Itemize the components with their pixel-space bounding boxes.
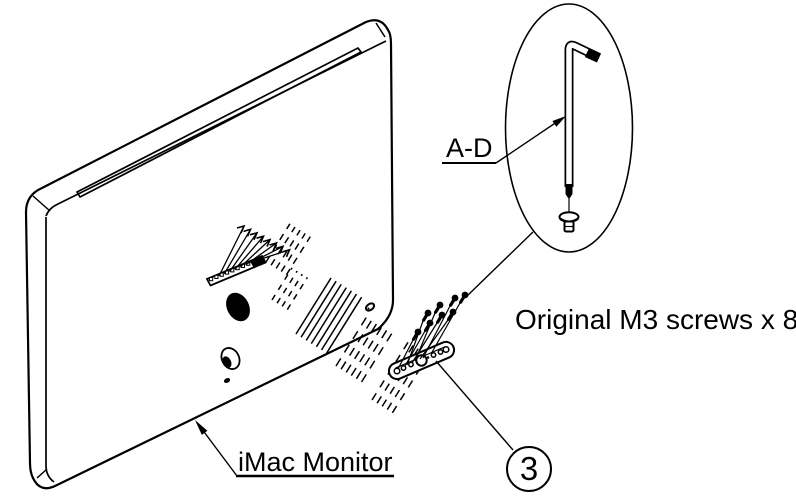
detail-bubble xyxy=(465,3,634,298)
cable-hole-inner xyxy=(222,356,232,368)
bubble-leader-line xyxy=(465,231,534,298)
corner-miter-topright xyxy=(375,22,386,38)
screws-note-label: Original M3 screws x 8 xyxy=(515,304,796,335)
monitor-top-inner-edge xyxy=(45,40,387,217)
rail-fan-tips xyxy=(236,224,291,258)
screw-heads xyxy=(414,291,469,336)
imac-monitor xyxy=(24,19,395,490)
corner-miter-topleft xyxy=(32,195,51,212)
monitor-label: iMac Monitor xyxy=(238,447,393,477)
monitor-label-leader xyxy=(199,426,238,477)
callouts xyxy=(195,116,566,492)
bracket-holes xyxy=(393,345,450,375)
small-dot xyxy=(223,377,231,384)
corner-miter-bottomleft xyxy=(36,468,48,479)
mount-rail xyxy=(205,224,291,287)
vent-slot xyxy=(76,47,362,198)
tool-callout-leader xyxy=(495,117,563,164)
oval-port xyxy=(226,292,250,322)
screw-detail-icon xyxy=(558,199,580,233)
monitor-outline xyxy=(24,19,395,490)
hex-key-arm-tip xyxy=(584,47,602,63)
monitor-label-arrowhead xyxy=(195,420,208,435)
hex-key-point xyxy=(565,194,573,200)
bracket-dot xyxy=(426,356,430,359)
m3-screws xyxy=(397,291,469,370)
screw-hole-right-dot xyxy=(367,307,370,310)
part-balloon-number: 3 xyxy=(520,450,538,487)
bubble-ellipse xyxy=(504,3,634,253)
adapter-bracket xyxy=(387,340,456,381)
monitor-left-inner-edge xyxy=(45,217,55,483)
hex-key-icon xyxy=(564,40,602,200)
tool-callout-label: A-D xyxy=(446,133,493,163)
tool-callout-arrowhead xyxy=(552,116,566,127)
part-balloon-circle xyxy=(506,446,552,492)
balloon-leader xyxy=(435,360,514,451)
